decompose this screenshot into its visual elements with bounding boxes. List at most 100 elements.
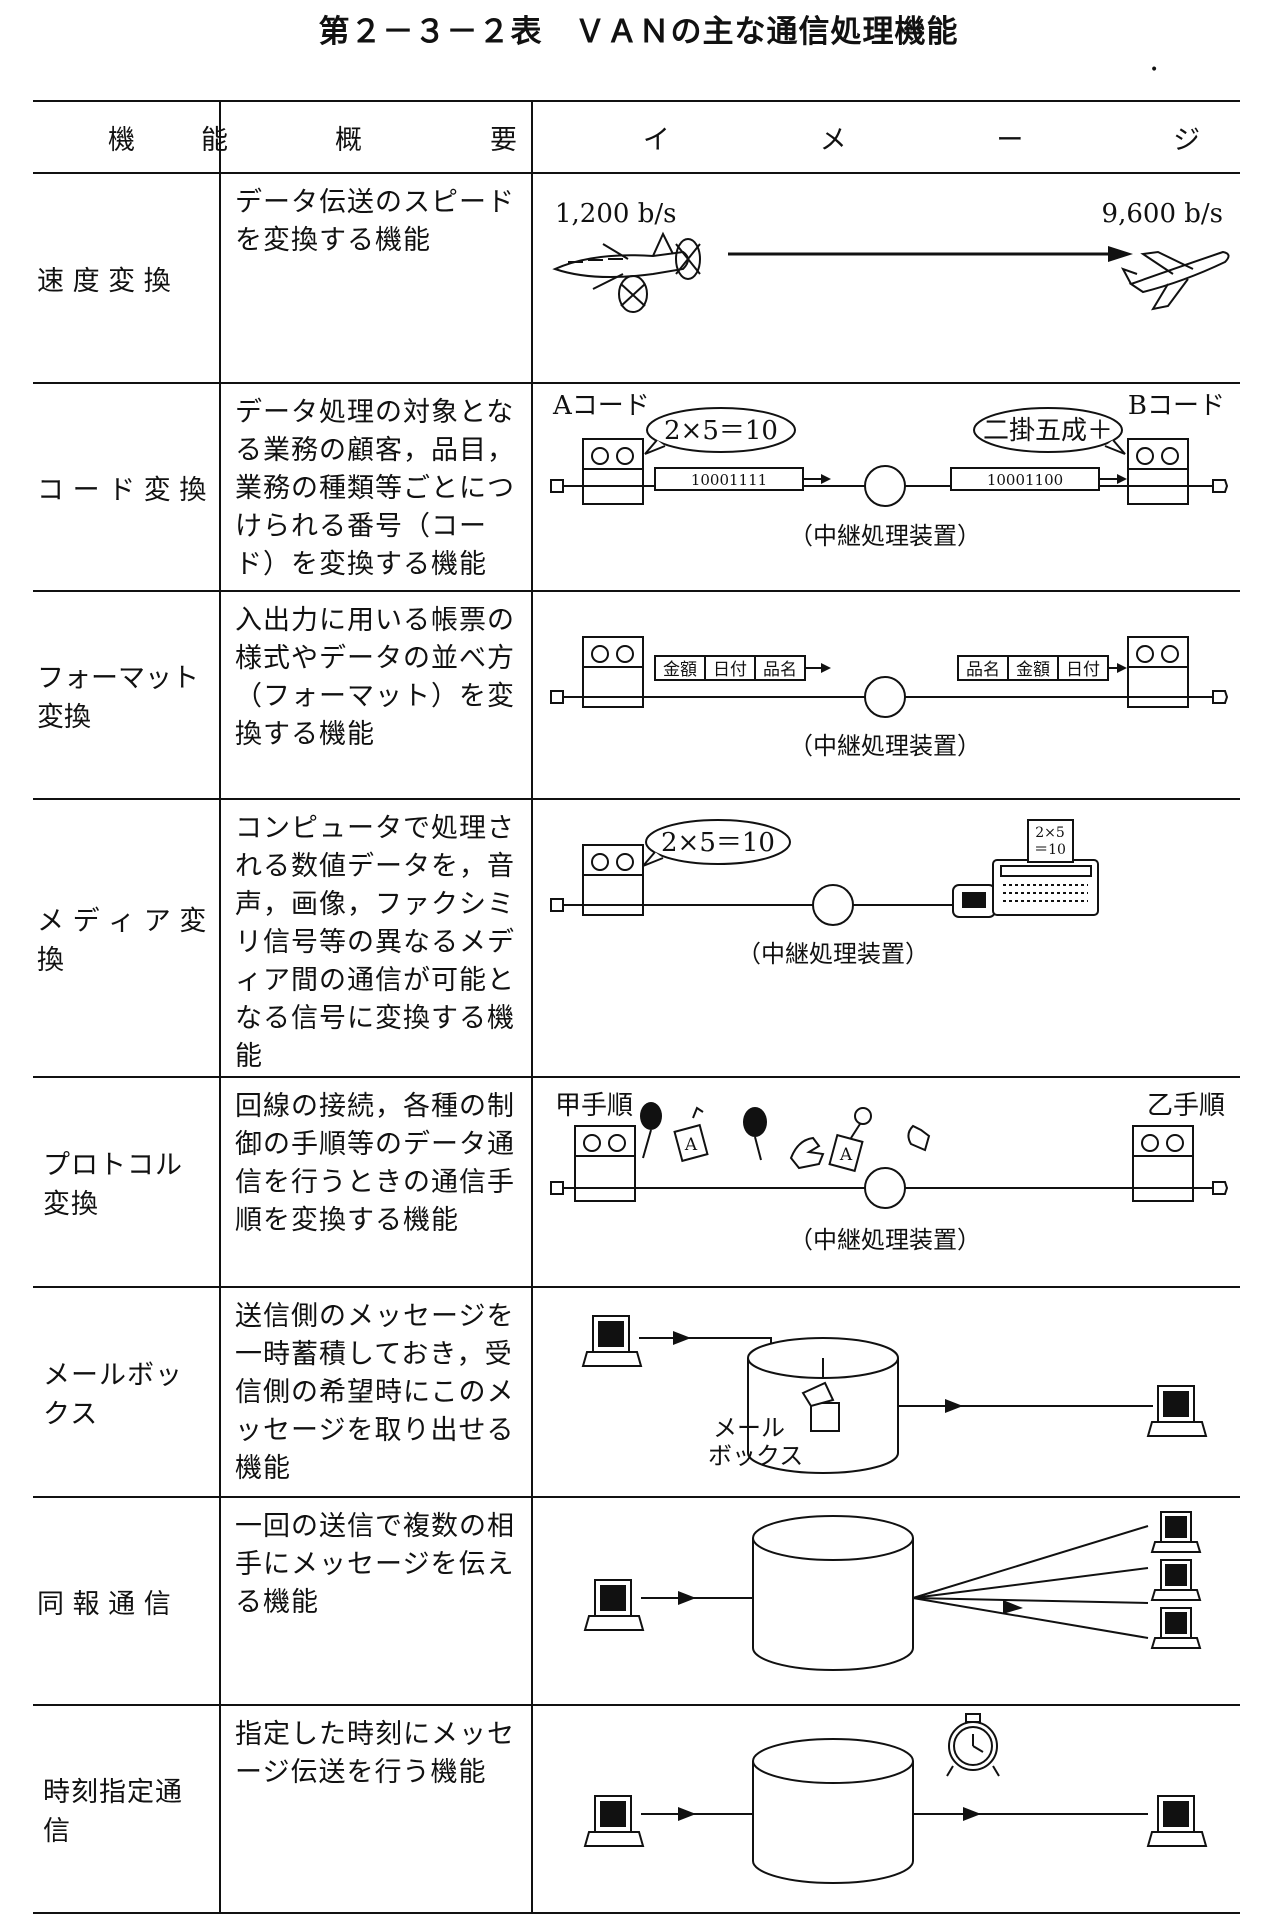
receive-arrow — [945, 1399, 963, 1413]
image-cell: Aコード Bコード 2×5 — [531, 382, 1240, 592]
broadcast-illustration — [583, 1511, 1202, 1671]
table-row: コ ー ド 変 換 データ処理の対象となる業務の顧客，品目，業務の種類等ごとにつ… — [33, 382, 1240, 592]
protocol-b-label: 乙手順 — [1147, 1091, 1225, 1121]
function-name: 速 度 変 換 — [37, 265, 171, 297]
terminal-left-icon — [582, 844, 644, 916]
relay-device-label: （中継処理装置） — [737, 940, 929, 968]
data-tape-right-text: 10001100 — [987, 471, 1063, 489]
image-cell — [531, 1496, 1240, 1706]
code-a-label: Aコード — [552, 391, 650, 421]
summary-cell: データ伝送のスピードを変換する機能 — [219, 172, 532, 384]
speech-bubble-left: 2×5＝10 — [644, 407, 796, 455]
function-name: メールボックス — [43, 1360, 183, 1430]
format-conversion-illustration: 金額 日付 品名 品名 金額 日付 （中継処理装置） — [550, 636, 1229, 760]
header-image-char-2: メ — [819, 124, 847, 156]
code-b-label: Bコード — [1128, 391, 1225, 421]
computer-receiver-icon — [1150, 1607, 1202, 1649]
function-name: フォーマット変換 — [37, 663, 199, 733]
send-arrow — [678, 1807, 696, 1821]
computer-left-icon — [581, 1315, 643, 1367]
card-text: A — [684, 1135, 698, 1155]
relay-node-icon — [864, 1167, 906, 1209]
function-name: メ デ ィ ア 変 換 — [37, 906, 207, 976]
speech-bubble-right: 二掛五成＋ — [973, 407, 1126, 455]
relay-node-icon — [864, 676, 906, 718]
hand-icon — [789, 1136, 825, 1170]
header-summary-char-1: 概 — [335, 124, 362, 156]
field-text: 品名 — [763, 660, 797, 680]
mailbox-label-line-2: ボックス — [708, 1442, 803, 1470]
header-image: イ メ ー ジ — [531, 100, 1240, 174]
terminal-right-icon — [1127, 438, 1189, 505]
terminal-left-icon — [582, 636, 644, 708]
header-function-char-2: 能 — [201, 124, 228, 156]
alarm-clock-icon — [946, 1713, 1000, 1777]
data-tape-right: 10001100 — [950, 467, 1127, 491]
summary-cell: 指定した時刻にメッセージ伝送を行う機能 — [219, 1704, 532, 1914]
relay-node-icon — [812, 884, 854, 926]
code-conversion-illustration: Aコード Bコード 2×5 — [550, 391, 1229, 550]
balloon-icon — [640, 1102, 662, 1159]
relay-device-label: （中継処理装置） — [789, 1226, 981, 1254]
summary-cell: 入出力に用いる帳票の様式やデータの並べ方（フォーマット）を変換する機能 — [219, 590, 532, 800]
computer-sender-icon — [583, 1795, 645, 1847]
header-summary: 概 要 — [219, 100, 532, 174]
field-text: 日付 — [1066, 660, 1100, 680]
plug-left-icon — [550, 690, 564, 704]
send-arrow — [678, 1591, 696, 1605]
hand-icon — [907, 1124, 931, 1152]
field-text: 日付 — [713, 660, 747, 680]
bubble-text: 2×5＝10 — [661, 828, 775, 858]
terminal-right-icon — [1127, 636, 1189, 708]
summary-cell: 回線の接続，各種の制御の手順等のデータ通信を行うときの通信手順を変換する機能 — [219, 1076, 532, 1288]
slow-speed-label: 1,200 b/s — [555, 199, 676, 229]
relay-device-label: （中継処理装置） — [789, 732, 981, 760]
card-a-icon: A — [673, 1106, 709, 1163]
table-row: 同 報 通 信 一回の送信で複数の相手にメッセージを伝える機能 — [33, 1496, 1240, 1706]
plug-right-icon — [1212, 690, 1229, 704]
relay-node-icon — [864, 465, 906, 507]
relay-device-label: （中継処理装置） — [789, 522, 981, 550]
fast-speed-label: 9,600 b/s — [1102, 199, 1223, 229]
table-row: 速 度 変 換 データ伝送のスピードを変換する機能 1,200 b/s 9,60… — [33, 172, 1240, 384]
plug-left-icon — [550, 1181, 564, 1195]
function-cell: コ ー ド 変 換 — [33, 382, 220, 592]
image-cell — [531, 1704, 1240, 1914]
fax-sheet-line-2: ＝10 — [1034, 842, 1066, 858]
broadcast-arrow — [1003, 1600, 1023, 1614]
header-image-char-3: ー — [996, 124, 1024, 156]
protocol-a-label: 甲手順 — [555, 1091, 633, 1121]
image-cell: メール ボックス — [531, 1286, 1240, 1498]
field-text: 金額 — [663, 660, 697, 680]
image-cell: 2×5＝10 2×5 ＝10 （中継処理装置） — [531, 798, 1240, 1078]
image-cell: 金額 日付 品名 品名 金額 日付 （中継処理装置） — [531, 590, 1240, 800]
function-cell: 同 報 通 信 — [33, 1496, 220, 1706]
fax-machine-icon: 2×5 ＝10 — [992, 819, 1099, 916]
storage-cylinder-icon — [752, 1738, 914, 1884]
table-row: フォーマット変換 入出力に用いる帳票の様式やデータの並べ方（フォーマット）を変換… — [33, 590, 1240, 800]
data-tape-left: 10001111 — [654, 467, 831, 491]
computer-sender-icon — [583, 1579, 645, 1631]
header-image-char-4: ジ — [1173, 124, 1201, 156]
fax-sheet-line-1: 2×5 — [1035, 825, 1065, 841]
format-record-left: 金額 日付 品名 — [654, 655, 831, 681]
image-cell: 1,200 b/s 9,600 b/s — [531, 172, 1240, 384]
header-function-char-1: 機 — [108, 124, 135, 156]
deliver-arrow — [963, 1807, 981, 1821]
send-arrow — [673, 1331, 691, 1345]
summary-cell: 送信側のメッセージを一時蓄積しておき，受信側の希望時にこのメッセージを取り出せる… — [219, 1286, 532, 1498]
function-cell: メ デ ィ ア 変 換 — [33, 798, 220, 1078]
table-row: 時刻指定通信 指定した時刻にメッセージ伝送を行う機能 — [33, 1704, 1240, 1914]
page-title: 第２－３－２表 ＶＡＮの主な通信処理機能 — [318, 14, 959, 50]
computer-right-icon — [1146, 1385, 1208, 1437]
header-summary-char-2: 要 — [490, 124, 517, 156]
media-conversion-illustration: 2×5＝10 2×5 ＝10 （中継処理装置） — [550, 819, 1099, 968]
plug-right-icon — [1212, 1181, 1229, 1195]
card-a-icon: A — [828, 1107, 872, 1173]
format-record-right: 品名 金額 日付 — [957, 655, 1127, 681]
speed-conversion-illustration: 1,200 b/s 9,600 b/s — [552, 199, 1230, 313]
bubble-right-text: 二掛五成＋ — [983, 416, 1113, 446]
mailbox-illustration: メール ボックス — [581, 1315, 1208, 1474]
header-image-char-1: イ — [642, 124, 670, 156]
computer-receiver-icon — [1146, 1795, 1208, 1847]
